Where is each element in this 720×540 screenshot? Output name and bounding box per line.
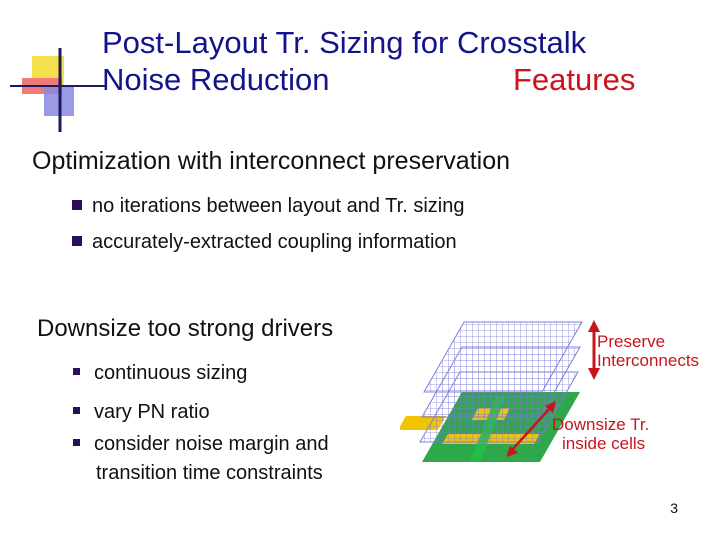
bullet-square-icon [73,439,80,447]
title-line-1: Post-Layout Tr. Sizing for Crosstalk [102,25,587,60]
section1-bullet-2: accurately-extracted coupling informatio… [72,231,457,254]
interconnect-layers-figure [400,320,600,462]
interconnect-layer-1 [423,321,583,393]
figure-label-text: Interconnects [597,351,700,370]
slide-title: Post-Layout Tr. Sizing for Crosstalk Noi… [102,24,635,98]
decorative-logo [10,48,105,132]
section1-heading: Optimization with interconnect preservat… [32,147,511,175]
figure-label-text: inside cells [562,434,646,453]
bullet-text: consider noise margin and [94,433,329,455]
figure-label-preserve: Preserve Interconnects [597,332,699,370]
title-accent: Features [513,62,636,97]
bullet-square-icon [73,407,80,415]
section2-bullet-1: continuous sizing [73,362,247,385]
section2-bullet-3-continuation: transition time constraints [96,462,323,484]
bullet-square-icon [72,235,82,246]
section2-heading: Downsize too strong drivers [37,315,334,342]
title-line-2: Noise Reduction [102,62,330,97]
section2-bullet-2: vary PN ratio [73,401,210,424]
bullet-square-icon [72,199,82,210]
section1-bullet-1: no iterations between layout and Tr. siz… [72,195,464,218]
bullet-text: accurately-extracted coupling informatio… [92,231,457,253]
page-number: 3 [670,500,678,516]
figure-label-text: Preserve [597,332,666,351]
bullet-text: no iterations between layout and Tr. siz… [92,195,465,217]
figure-label-downsize: Downsize Tr. inside cells [552,415,649,453]
section2-bullet-3: consider noise margin and [73,433,329,456]
figure-label-text: Downsize Tr. [552,415,650,434]
bullet-text: continuous sizing [94,362,248,384]
bullet-text: vary PN ratio [94,401,210,423]
bullet-square-icon [73,368,80,376]
